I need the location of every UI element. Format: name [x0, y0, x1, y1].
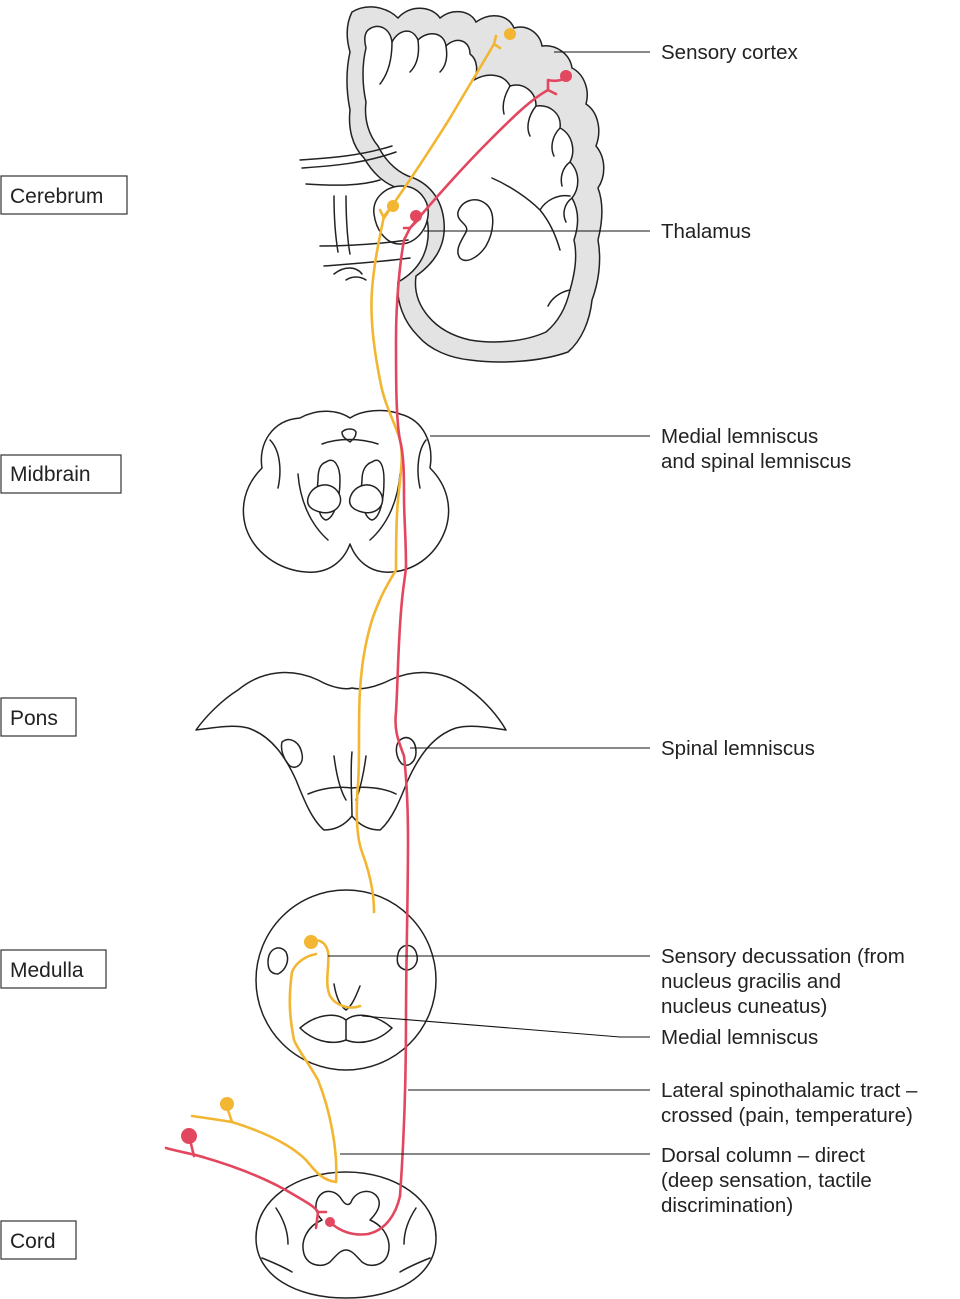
pons-section — [195, 671, 507, 831]
medulla-outline — [255, 889, 437, 1071]
nucleus-gracilis-cuneatus — [304, 935, 318, 949]
thalamic-relay-yellow — [378, 34, 502, 220]
brainstem-fibers — [299, 145, 411, 281]
cord-funiculi — [261, 1207, 431, 1273]
spinal-lemniscus-midbrain — [394, 226, 412, 568]
leader-lines — [328, 51, 650, 1155]
midbrain-section — [242, 409, 450, 573]
cerebrum-section — [299, 6, 605, 363]
level-box-medulla — [0, 949, 107, 989]
dorsal-root-ganglion-yellow — [220, 1097, 234, 1111]
midbrain-aqueduct — [341, 428, 357, 443]
internal-capsule — [491, 177, 571, 251]
label-sensory-decussation: Sensory decussation (from nucleus gracil… — [661, 945, 911, 1018]
pons-tegmentum-right — [395, 736, 417, 766]
cerebral-white-matter — [362, 25, 579, 343]
pons-tegmentum-left — [280, 738, 304, 768]
substantia-nigra-left — [306, 484, 342, 514]
spinothalamic-pathway — [164, 70, 572, 1236]
medulla-section — [255, 889, 437, 1071]
thalamic-neuron-yellow — [387, 200, 399, 212]
level-box-midbrain — [0, 454, 122, 494]
spinothalamic-peripheral-afferent — [164, 1146, 320, 1214]
level-label-cord: Cord — [10, 1230, 56, 1253]
medial-lemniscus-midbrain — [370, 204, 403, 572]
label-dorsal-column: Dorsal column – direct (deep sensation, … — [661, 1144, 878, 1217]
label-spinal-lemniscus: Spinal lemniscus — [661, 737, 815, 760]
substantia-nigra-right — [348, 484, 384, 514]
label-thalamus: Thalamus — [661, 220, 751, 243]
level-box-pons — [0, 697, 77, 737]
medial-lemniscus-ascending — [355, 568, 398, 914]
level-label-midbrain: Midbrain — [10, 463, 91, 486]
pons-outline — [195, 671, 507, 831]
pons-midline — [307, 751, 397, 817]
thalamic-neuron-red — [410, 210, 422, 222]
cortical-terminal-red — [560, 70, 572, 82]
level-box-cerebrum — [0, 175, 128, 215]
label-sensory-cortex: Sensory cortex — [661, 41, 798, 64]
structure-labels: Sensory cortex Thalamus Medial lemniscus… — [661, 41, 923, 1217]
dorsal-column-peripheral-branch — [190, 1114, 234, 1124]
leader-medial-lemniscus — [361, 1015, 650, 1038]
spinothalamic-dorsal-horn — [314, 1194, 402, 1236]
label-lateral-spinothalamic: Lateral spinothalamic tract – crossed (p… — [661, 1079, 923, 1127]
spinal-gray-matter — [302, 1190, 390, 1267]
dorsal-horn-neuron-red — [325, 1217, 335, 1227]
spinothalamic-ganglion-stalk — [187, 1134, 196, 1158]
dorsal-column-peripheral-afferent — [224, 1102, 338, 1184]
label-medial-and-spinal-lemniscus: Medial lemniscus and spinal lemniscus — [661, 425, 851, 473]
level-box-cord — [0, 1220, 77, 1260]
dorsal-column-pathway — [190, 28, 516, 1184]
level-label-cerebrum: Cerebrum — [10, 185, 103, 208]
level-label-pons: Pons — [10, 707, 58, 730]
label-medial-lemniscus: Medial lemniscus — [661, 1026, 818, 1049]
dorsal-column-ascending — [288, 952, 338, 1184]
thalamus-nucleus — [373, 185, 429, 245]
midbrain-tegmentum — [269, 438, 427, 489]
medulla-olive-left — [267, 947, 289, 975]
cortical-sulci — [379, 39, 573, 307]
lateral-spinothalamic-tract — [394, 564, 410, 1198]
thalamic-relay-red — [402, 76, 568, 230]
lateral-ventricle — [457, 199, 494, 262]
level-label-medulla: Medulla — [10, 959, 84, 982]
medullary-midline — [333, 983, 361, 1041]
level-labels: Cerebrum Midbrain Pons Medulla Cord — [0, 175, 128, 1260]
cortical-terminal-yellow — [504, 28, 516, 40]
cord-section — [255, 1171, 437, 1299]
internal-arcuate-fibers — [310, 939, 362, 1009]
